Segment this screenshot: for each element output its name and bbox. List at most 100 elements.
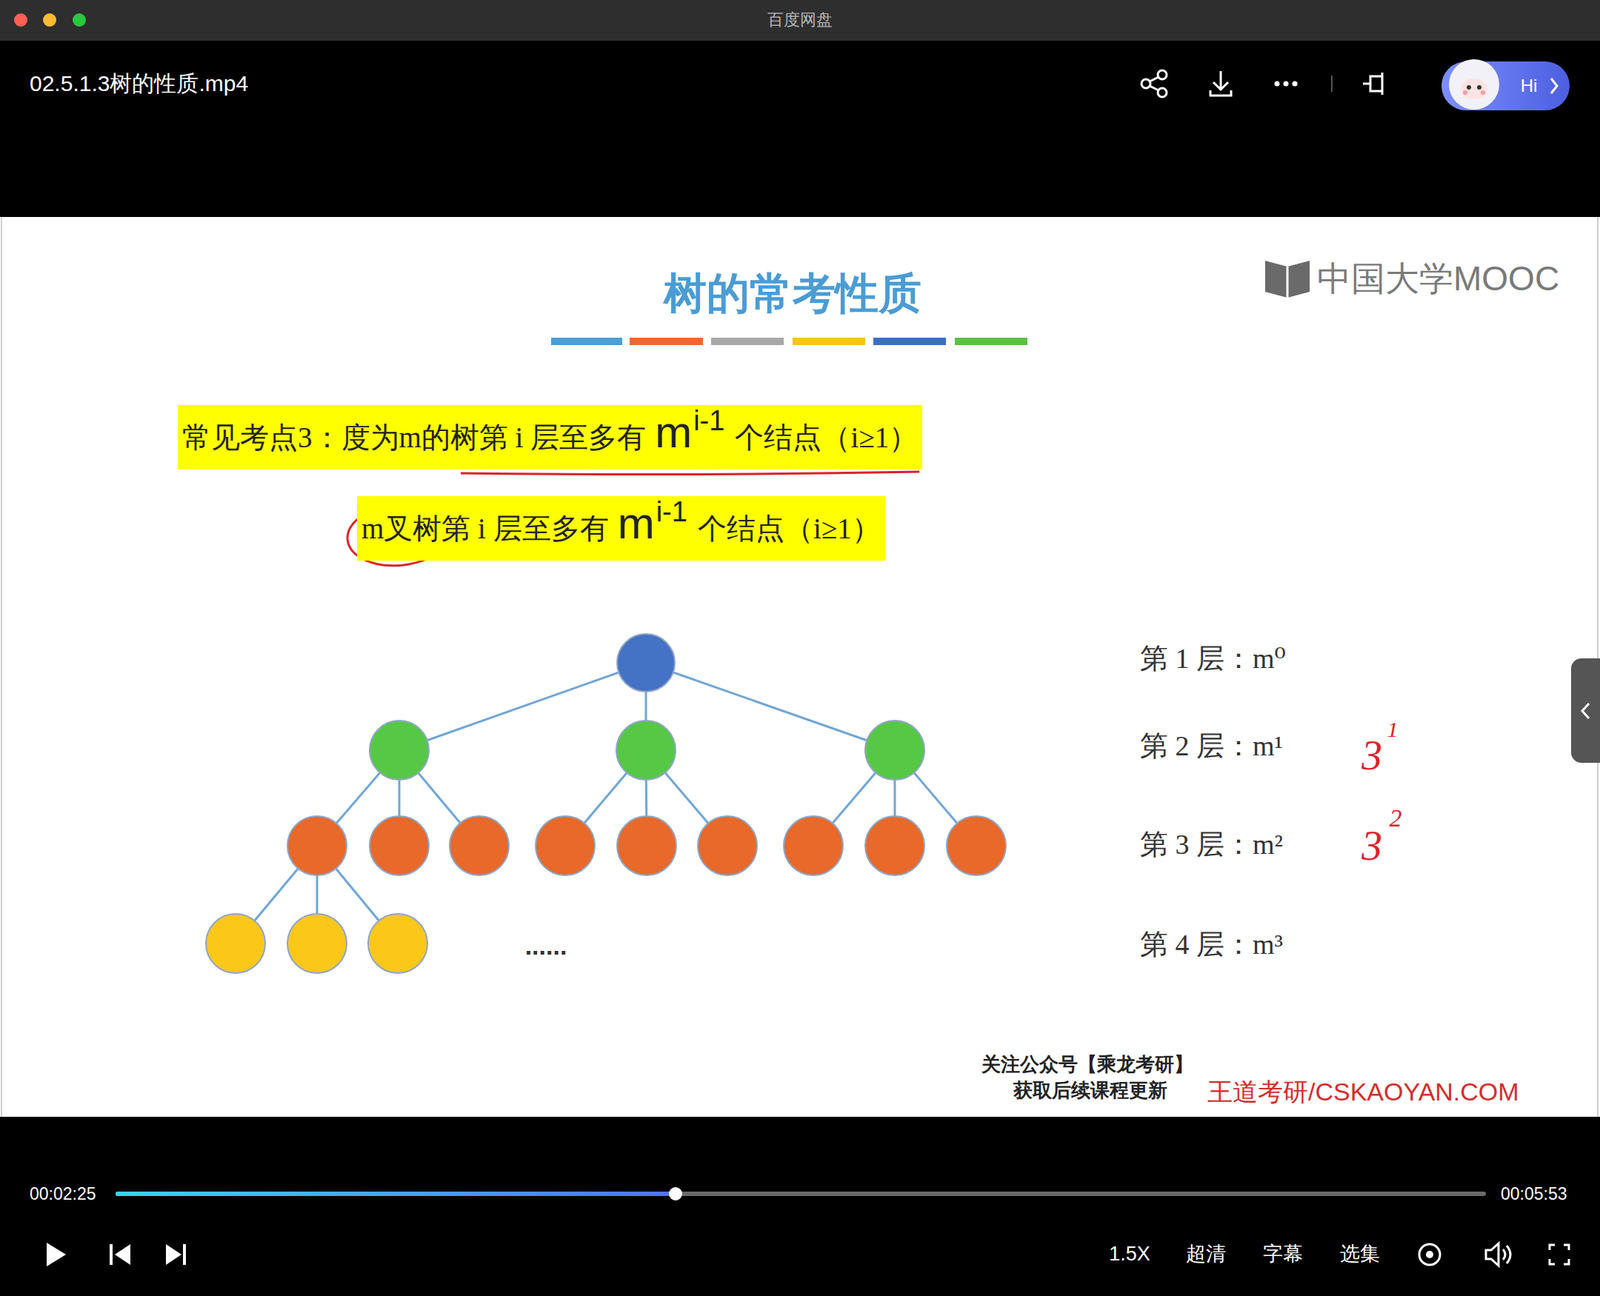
more-icon <box>1292 81 1298 87</box>
assistant-avatar <box>1477 85 1482 90</box>
title-bar <box>0 0 1600 41</box>
pip-icon <box>1362 72 1383 95</box>
assistant-avatar <box>1448 59 1500 110</box>
tree-level3 <box>617 816 677 876</box>
tree-level2 <box>369 720 429 780</box>
color-bar <box>551 337 623 346</box>
tree-level4 <box>287 914 347 974</box>
mooc-logo-text: 中国大学MOOC <box>1317 259 1560 299</box>
assistant-avatar <box>1466 85 1472 90</box>
color-bar <box>792 337 866 346</box>
tree-level3 <box>287 816 347 876</box>
watermark: 关注公众号【乘龙考研】 <box>981 1054 1194 1077</box>
prev-icon <box>114 1244 131 1266</box>
subtitle-button: 字幕 <box>1262 1242 1303 1266</box>
base-text: m <box>617 501 655 546</box>
share-icon <box>1141 79 1151 89</box>
tree-level2 <box>616 720 676 780</box>
side-tab-chevron <box>1582 703 1589 719</box>
tree-level3 <box>369 816 429 876</box>
quality-button: 超清 <box>1185 1242 1226 1266</box>
exponent-text: i-1 <box>693 406 725 435</box>
next-icon <box>165 1244 182 1266</box>
control-bar <box>0 1117 1600 1296</box>
file-name: 02.5.1.3树的性质.mp4 <box>29 71 249 98</box>
share-icon <box>1157 88 1167 98</box>
level-count: 第 1 层：m⁰ <box>1140 642 1286 676</box>
tree-level4 <box>368 914 428 974</box>
more-icon <box>1274 81 1298 87</box>
watermark: 获取后续课程更新 <box>1013 1080 1168 1103</box>
minimize-light <box>42 13 57 27</box>
tree-level3 <box>783 816 843 876</box>
color-bar <box>711 337 784 346</box>
separator <box>1331 75 1333 92</box>
progress-track <box>115 1191 1486 1197</box>
close-light <box>14 13 28 27</box>
header-bar <box>0 40 1600 218</box>
level-count: 第 2 层：m¹ <box>1140 730 1283 763</box>
fullscreen-icon <box>1549 1245 1569 1265</box>
share-icon <box>1141 70 1167 98</box>
next-icon <box>182 1244 186 1266</box>
tree-level3 <box>535 816 595 876</box>
slide-border <box>0 217 3 1118</box>
tree-root <box>617 634 675 692</box>
handwritten-exponent: 1 <box>1387 717 1399 743</box>
assistant-avatar <box>1460 78 1488 100</box>
episode-button: 选集 <box>1340 1242 1380 1266</box>
prev-icon <box>109 1244 113 1266</box>
tree-level4 <box>205 914 266 974</box>
share-icon <box>1157 70 1167 80</box>
speed-button: 1.5X <box>1108 1242 1151 1266</box>
volume-icon <box>1485 1243 1511 1266</box>
eye-icon <box>1419 1244 1440 1266</box>
tree-edge <box>235 662 977 944</box>
tree-edge <box>645 662 895 751</box>
slide-ground <box>0 217 1600 1118</box>
base-text: m <box>654 410 692 455</box>
assistant-greeting: Hi <box>1520 75 1538 97</box>
handwritten-base: 3 <box>1361 731 1383 780</box>
handwritten-exponent: 2 <box>1389 803 1403 833</box>
mooc-logo-icon <box>1265 260 1310 298</box>
rule-text: 常见考点3：度为m的树第 i 层至多有 <box>182 405 646 470</box>
level-count: 第 4 层：m³ <box>1140 928 1283 962</box>
zoom-light <box>72 13 86 27</box>
tree-level2 <box>865 720 925 780</box>
tree-level3 <box>946 816 1006 876</box>
rule-text: 个结点（i≥1） <box>697 496 881 561</box>
tree-level3 <box>449 816 509 876</box>
mooc-logo-icon <box>1286 266 1289 298</box>
download-icon <box>1210 71 1232 96</box>
progress-fill <box>115 1191 676 1197</box>
progress-knob <box>668 1187 683 1201</box>
more-icon <box>1283 81 1289 87</box>
more-icon <box>1274 81 1280 87</box>
rule-text: m叉树第 i 层至多有 <box>361 496 609 561</box>
chevron-icon <box>1551 78 1558 94</box>
hand-underline <box>460 471 920 475</box>
eye-icon <box>1425 1251 1434 1259</box>
rule-text: 个结点（i≥1） <box>734 405 918 470</box>
highlight-band: 常见考点3：度为m的树第 i 层至多有mi-1 个结点（i≥1） <box>177 405 923 470</box>
tree-level3 <box>697 816 758 876</box>
tree-edge <box>399 662 646 751</box>
exponent-text: i-1 <box>656 497 688 526</box>
watermark-site: 王道考研/CSKAOYAN.COM <box>1207 1077 1520 1107</box>
color-bar <box>873 337 946 346</box>
assistant-avatar <box>1480 90 1486 95</box>
highlight-band: m叉树第 i 层至多有mi-1 个结点（i≥1） <box>357 496 886 561</box>
color-bar <box>629 337 703 346</box>
play-icon <box>46 1242 66 1267</box>
slide-title: 树的常考性质 <box>663 269 922 320</box>
side-tab <box>1571 658 1600 763</box>
level-count: 第 3 层：m² <box>1140 828 1283 862</box>
current-time: 00:02:25 <box>29 1184 97 1204</box>
assistant-avatar <box>1462 90 1468 95</box>
total-time: 00:05:53 <box>1500 1184 1568 1204</box>
handwritten-base: 3 <box>1361 822 1383 870</box>
color-bar <box>954 337 1028 346</box>
tree-level3 <box>865 816 925 876</box>
